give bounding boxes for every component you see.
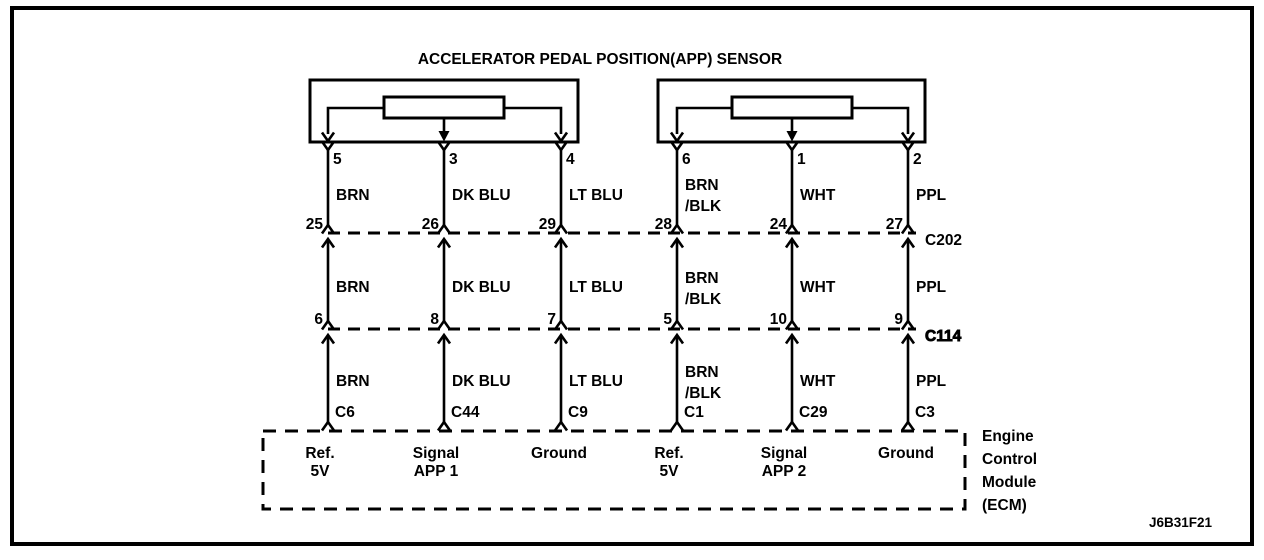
resistor-leads-right — [675, 106, 910, 134]
sensor-pin-number: 1 — [797, 151, 806, 168]
resistor-leads-left — [326, 106, 563, 134]
wire-color-label: WHT — [800, 187, 836, 204]
ecm-name-line: (ECM) — [982, 497, 1027, 514]
wire-color-label: BRN — [685, 177, 719, 194]
ecm-function-label: Signal — [761, 445, 808, 462]
ecm-name-line: Control — [982, 451, 1037, 468]
wire-color-label: BRN — [336, 373, 370, 390]
wire-color-label: DK BLU — [452, 373, 511, 390]
wire-column-6: 2 PPL 27 PPL 9 PPL C3 Ground — [878, 140, 946, 462]
wire-color-label: /BLK — [685, 291, 722, 308]
c202-pin-number: 25 — [306, 216, 324, 233]
wire-column-5: 1 WHT 24 WHT 10 WHT C29 Signal APP 2 — [761, 140, 836, 480]
ecm-function-label: APP 2 — [762, 463, 807, 480]
wire-color-label: PPL — [916, 373, 946, 390]
figure-code: J6B31F21 — [1149, 515, 1213, 530]
sensor-pin-number: 6 — [682, 151, 691, 168]
c202-pin-number: 26 — [422, 216, 440, 233]
connector-c114-label: C114 — [925, 328, 962, 345]
c202-pin-number: 24 — [770, 216, 788, 233]
ecm-function-label: Ref. — [305, 445, 334, 462]
ecm-name: Engine Control Module (ECM) — [982, 428, 1037, 514]
ecm-pin-label: C9 — [568, 404, 588, 421]
wire-color-label: LT BLU — [569, 279, 623, 296]
c202-pin-number: 28 — [655, 216, 673, 233]
wire-color-label: BRN — [685, 364, 719, 381]
c202-pin-number: 27 — [886, 216, 903, 233]
connector-c202-label: C202 — [925, 232, 962, 249]
sensor-pin-number: 3 — [449, 151, 458, 168]
wire-color-label: /BLK — [685, 385, 722, 402]
ecm-name-line: Module — [982, 474, 1037, 491]
wire-color-label: BRN — [336, 279, 370, 296]
c114-pin-number: 8 — [430, 311, 439, 328]
page-frame — [10, 6, 1254, 546]
ecm-name-line: Engine — [982, 428, 1034, 445]
ecm-function-label: APP 1 — [414, 463, 459, 480]
wire-color-label: BRN — [336, 187, 370, 204]
sensor-box-left — [308, 78, 580, 144]
ecm-function-label: Ground — [531, 445, 587, 462]
c114-pin-number: 9 — [894, 311, 903, 328]
c202-pin-number: 29 — [539, 216, 557, 233]
resistor-right — [730, 95, 854, 120]
wire-column-3: 4 LT BLU 29 LT BLU 7 LT BLU C9 Ground — [531, 140, 623, 462]
diagram-title: ACCELERATOR PEDAL POSITION(APP) SENSOR — [418, 51, 782, 68]
wire-color-label: WHT — [800, 279, 836, 296]
ecm-function-label: Ground — [878, 445, 934, 462]
ecm-pin-label: C6 — [335, 404, 355, 421]
c114-pin-number: 6 — [314, 311, 323, 328]
sensor-pin-number: 5 — [333, 151, 342, 168]
c114-pin-number: 7 — [547, 311, 556, 328]
ecm-pin-label: C1 — [684, 404, 704, 421]
wire-color-label: DK BLU — [452, 279, 511, 296]
ecm-pin-label: C44 — [451, 404, 480, 421]
ecm-box — [261, 429, 967, 511]
c114-pin-number: 5 — [663, 311, 672, 328]
wire-color-label: PPL — [916, 279, 946, 296]
ecm-pin-label: C29 — [799, 404, 828, 421]
ecm-pin-label: C3 — [915, 404, 935, 421]
c114-pin-number: 10 — [770, 311, 787, 328]
sensor-pin-number: 4 — [566, 151, 575, 168]
wire-color-label: PPL — [916, 187, 946, 204]
ecm-function-label: Ref. — [654, 445, 683, 462]
wire-color-label: LT BLU — [569, 373, 623, 390]
wire-column-4: 6 BRN /BLK 28 BRN /BLK 5 BRN /BLK C1 Ref… — [654, 140, 722, 480]
ecm-function-label: 5V — [311, 463, 331, 480]
sensor-box-right — [656, 78, 927, 144]
ecm-function-label: 5V — [660, 463, 680, 480]
ecm-function-label: Signal — [413, 445, 460, 462]
wire-column-2: 3 DK BLU 26 DK BLU 8 DK BLU C44 Signal A… — [413, 140, 511, 480]
wire-color-label: /BLK — [685, 198, 722, 215]
resistor-left — [382, 95, 506, 120]
sensor-pin-number: 2 — [913, 151, 922, 168]
wire-color-label: DK BLU — [452, 187, 511, 204]
wire-color-label: BRN — [685, 270, 719, 287]
wire-column-1: 5 BRN 25 BRN 6 BRN C6 Ref. 5V — [305, 140, 370, 480]
wire-color-label: WHT — [800, 373, 836, 390]
wire-color-label: LT BLU — [569, 187, 623, 204]
